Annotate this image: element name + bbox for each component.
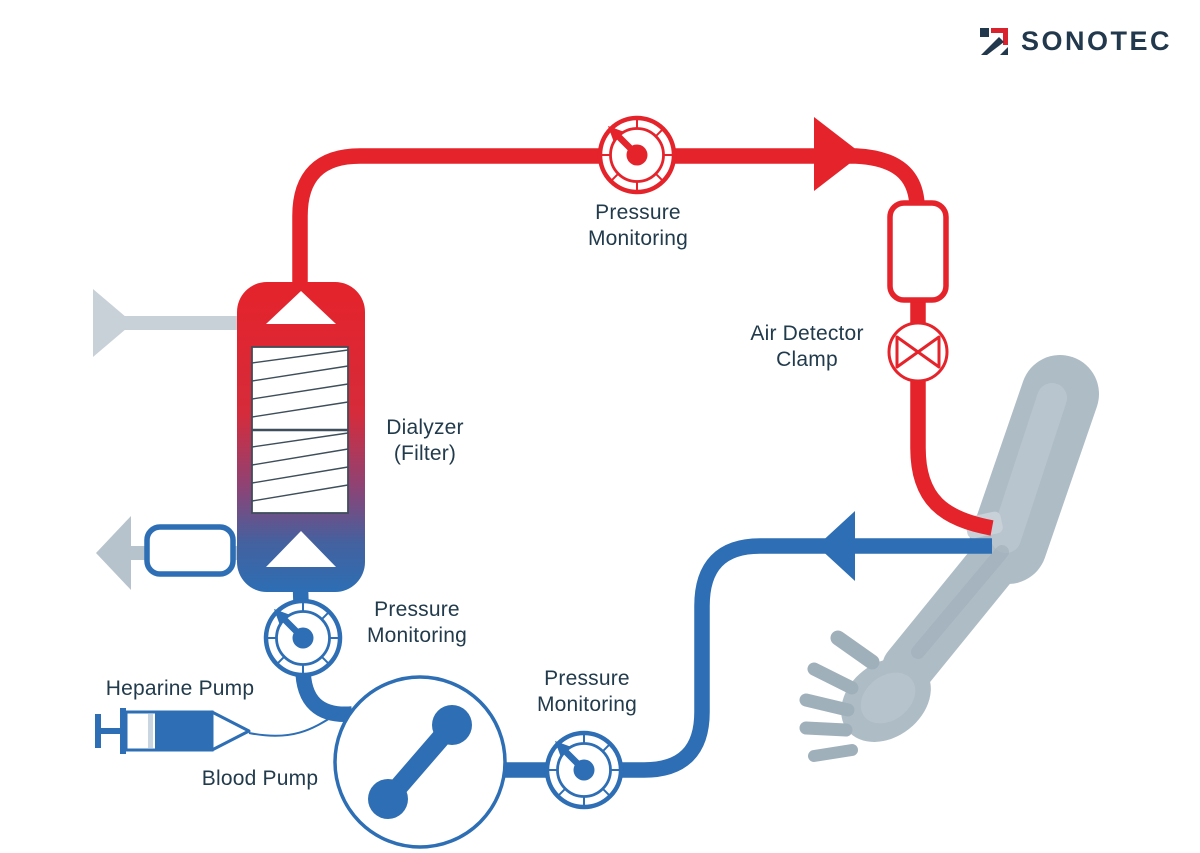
sonotec-logo-icon <box>979 28 1008 55</box>
brand-wordmark: SONOTEC <box>1020 25 1172 56</box>
heparine-pump-label: Heparine Pump <box>105 677 255 700</box>
air-detector-clamp-label: Air Detector Clamp <box>750 322 864 371</box>
air-detector-icon <box>887 200 949 303</box>
clamp-valve-icon <box>887 321 949 383</box>
dialyzer-membrane <box>251 346 349 514</box>
blood-pump-icon <box>333 675 507 849</box>
flow-arrow-blue-icon <box>817 511 855 581</box>
bubble-trap-icon <box>144 524 236 577</box>
pressure-gauge-red-icon <box>600 118 674 192</box>
pressure-gauge-dialyzer-icon <box>266 601 340 675</box>
flow-arrow-red-icon <box>814 117 862 191</box>
dialyzer-label: Dialyzer (Filter) <box>386 416 464 465</box>
brand-header: SONOTEC <box>977 24 1172 58</box>
dialyzer-filter <box>237 282 365 592</box>
pressure-monitoring-dialyzer-label: Pressure Monitoring <box>366 598 468 647</box>
pressure-monitoring-prepump-label: Pressure Monitoring <box>536 667 638 716</box>
heparine-syringe-icon <box>95 708 341 754</box>
blood-pump-label: Blood Pump <box>201 767 319 790</box>
dialysate-inflow-icon <box>93 289 240 357</box>
pressure-monitoring-arterial-label: Pressure Monitoring <box>587 201 689 250</box>
pressure-gauge-prepump-icon <box>547 733 621 807</box>
patient-arm <box>799 355 1099 762</box>
red-blood-line <box>292 148 994 536</box>
